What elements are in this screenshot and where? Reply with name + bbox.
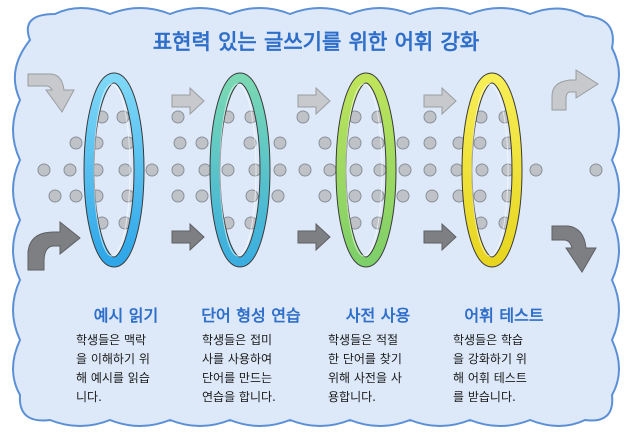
particle-dot [426,190,438,202]
particle-dot [222,164,234,176]
particle-dot [324,164,336,176]
particle-dot [38,164,50,176]
step-1-description: 학생들은 맥락 을 이해하기 위 해 예시를 읽습 니다. [76,331,188,407]
particle-dot [119,164,131,176]
particle-dot [476,164,488,176]
particle-dot [174,137,186,149]
particle-dot [64,164,76,176]
particle-dot [424,164,436,176]
particle-dot [349,190,361,202]
particle-dot [424,137,436,149]
particle-dot [244,137,256,149]
particle-dot [246,190,258,202]
particle-dot [399,164,411,176]
particle-dot [172,164,184,176]
particle-dot [172,190,184,202]
particle-dot [319,190,331,202]
step-2-title: 단어 형성 연습 [186,302,316,326]
particle-dot [349,137,361,149]
step-1-title: 예시 읽기 [61,302,191,326]
particle-dot [199,164,211,176]
particle-dot [49,190,61,202]
particle-dot [397,137,409,149]
particle-dot [70,190,82,202]
particle-dot [272,190,284,202]
particle-dot [274,137,286,149]
step-2-description: 학생들은 접미 사를 사용하여 단어를 만드는 연습을 합니다. [202,331,314,407]
step-3-title: 사전 사용 [313,302,443,326]
step-4-description: 학생들은 학습 을 강화하기 위 해 어휘 테스트 를 받습니다. [453,331,565,407]
particle-dot [299,164,311,176]
particle-dot [372,190,384,202]
step-3-description: 학생들은 적절 한 단어를 찾기 위해 사전을 사 용합니다. [328,331,440,407]
particle-dot [374,164,386,176]
particle-dot [451,164,463,176]
particle-dot [146,164,158,176]
particle-dot [474,190,486,202]
particle-dot [424,111,436,123]
step-4-title: 어휘 테스트 [439,302,569,326]
particle-dot [172,111,184,123]
particle-dot [297,111,309,123]
page-title: 표현력 있는 글쓰기를 위한 어휘 강화 [0,26,632,56]
particle-dot [70,137,82,149]
particle-dot [249,164,261,176]
particle-dot [319,137,331,149]
particle-dot [590,164,602,176]
particle-dot [474,137,486,149]
particle-dot [397,190,409,202]
particle-dot [530,164,542,176]
particle-dot [196,190,208,202]
particle-dot [350,164,362,176]
particle-dot [196,137,208,149]
particle-dot [372,137,384,149]
particle-dot [274,164,286,176]
